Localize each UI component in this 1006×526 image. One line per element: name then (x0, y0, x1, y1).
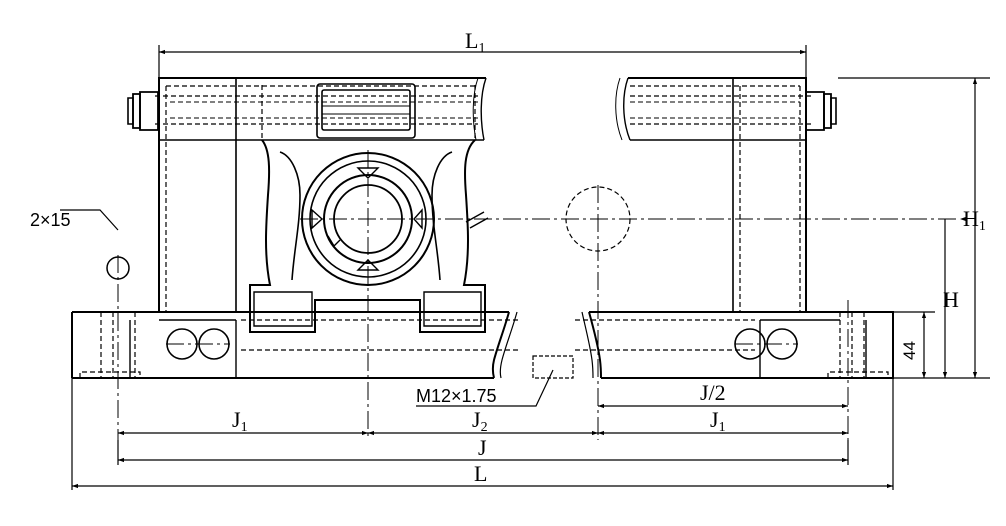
base-hidden-lines (79, 312, 889, 378)
dimension-lines (71, 45, 990, 490)
labels: L1 H1 H 44 2×15 M12×1.75 J/2 J1 J2 J1 J … (30, 28, 986, 486)
center-lines (117, 150, 960, 440)
frame-hidden-lines (165, 85, 801, 312)
label-44: 44 (900, 341, 919, 360)
tapped-hole (532, 355, 574, 379)
frame (158, 77, 807, 312)
label-H: H (943, 287, 959, 312)
label-J2: J2 (472, 407, 488, 435)
label-J1-right: J1 (710, 407, 726, 435)
label-H1: H1 (963, 206, 986, 234)
base-holes (166, 328, 798, 360)
label-L: L (474, 461, 487, 486)
label-J: J (478, 435, 487, 460)
base-plate (71, 311, 894, 379)
slide-block (316, 83, 416, 139)
label-L1: L1 (465, 28, 485, 56)
small-hole (60, 209, 130, 280)
label-J1-left: J1 (232, 407, 248, 435)
label-J-half: J/2 (700, 380, 726, 405)
label-thread: M12×1.75 (416, 386, 497, 406)
label-2x15: 2×15 (30, 210, 71, 230)
